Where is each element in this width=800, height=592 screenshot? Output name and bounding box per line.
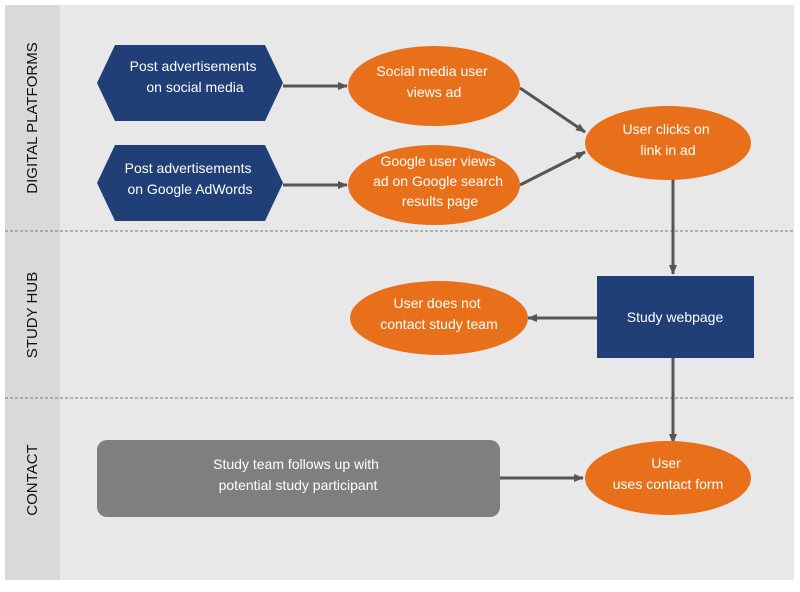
study-team-follow-up-label-line-2: potential study participant [219,477,378,493]
user-contact-form-ellipse [585,441,751,515]
user-contact-form-label-line-1: User [651,455,681,471]
user-clicks-link-label: User clicks on link in ad [622,121,713,158]
lane-label-contact: CONTACT [24,444,41,515]
study-team-follow-up-label-line-1: Study team follows up with [213,456,379,472]
post-google-ads-label-line-1: Post advertisements [125,160,252,176]
lane-header-column [5,5,60,580]
user-clicks-link-ellipse [585,106,751,180]
user-no-contact-ellipse [350,281,528,355]
study-team-follow-up-label: Study team follows up with potential stu… [213,456,383,493]
user-no-contact-label-line-2: contact study team [380,316,498,332]
google-user-views-ad-label: Google user views ad on Google search re… [373,153,507,209]
user-clicks-link-label-line-1: User clicks on [622,121,709,137]
user-contact-form-label-line-2: uses contact form [613,476,724,492]
social-user-views-ad-ellipse [348,46,520,126]
arrow-social-user-to-click [519,86,586,134]
lane-label-study-hub: STUDY HUB [24,272,41,358]
study-webpage-label: Study webpage [627,309,724,325]
post-social-ads-label-line-1: Post advertisements [130,58,257,74]
post-google-ads-label-line-2: on Google AdWords [127,181,252,197]
google-user-views-ad-label-line-2: ad on Google search [373,173,503,189]
study-team-follow-up-box [97,440,500,517]
post-google-ads-hexagon [97,145,283,221]
social-user-views-ad-label-line-1: Social media user [376,63,488,79]
user-contact-form-label: User uses contact form [613,455,724,492]
post-google-ads-label: Post advertisements on Google AdWords [125,160,256,197]
study-webpage-label-line-1: Study webpage [627,309,724,325]
lane-label-digital-platforms: DIGITAL PLATFORMS [24,42,41,193]
social-user-views-ad-label: Social media user views ad [376,63,491,100]
post-social-ads-label-line-2: on social media [146,79,243,95]
user-no-contact-label: User does not contact study team [380,295,498,332]
arrow-google-user-to-click [519,150,586,187]
post-social-ads-hexagon [97,45,283,121]
post-social-ads-label: Post advertisements on social media [130,58,261,95]
google-user-views-ad-ellipse [348,145,520,225]
user-no-contact-label-line-1: User does not [393,295,480,311]
google-user-views-ad-label-line-3: results page [402,193,478,209]
social-user-views-ad-label-line-2: views ad [407,84,461,100]
user-clicks-link-label-line-2: link in ad [640,142,695,158]
study-webpage-box [597,276,754,358]
google-user-views-ad-label-line-1: Google user views [380,153,495,169]
